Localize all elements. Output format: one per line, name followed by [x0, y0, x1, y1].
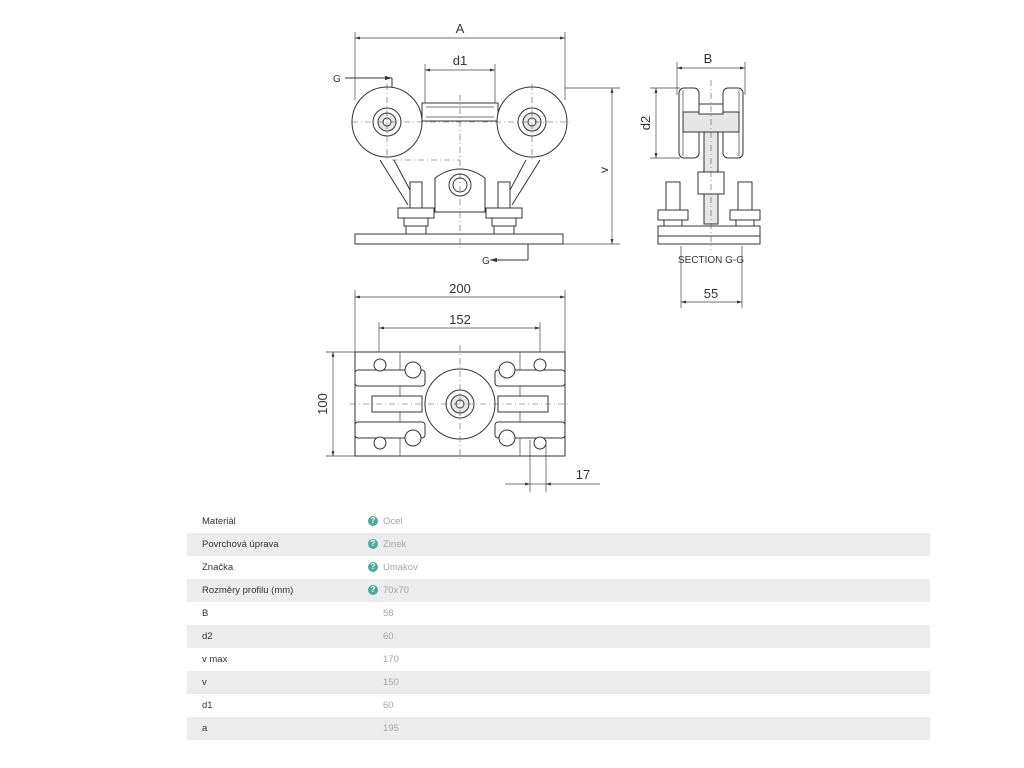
property-row: Povrchová úprava? Zinek [187, 533, 930, 556]
property-value: 58 [383, 608, 394, 619]
property-row: Materiál? Ocel [187, 510, 930, 533]
property-value: 70x70 [383, 585, 409, 596]
help-icon[interactable]: ? [368, 562, 378, 573]
help-icon[interactable]: ? [368, 516, 378, 527]
dim-label-17: 17 [576, 467, 590, 482]
property-value-cell: ? Umakov [368, 556, 930, 579]
section-title: SECTION G-G [678, 255, 744, 266]
property-row: Značka? Umakov [187, 556, 930, 579]
dim-label-d2: d2 [638, 116, 653, 130]
property-value: Zinek [383, 539, 407, 550]
property-row: B 58 [187, 602, 930, 625]
property-value-cell: 58 [368, 602, 930, 625]
property-value-cell: ? 70x70 [368, 579, 930, 602]
help-icon-spacer [368, 677, 378, 687]
dim-label-d1: d1 [453, 53, 467, 68]
help-icon-spacer [368, 631, 378, 641]
property-row: a 195 [187, 717, 930, 740]
section-mark-g-top: G [333, 74, 341, 85]
property-value-cell: 150 [368, 671, 930, 694]
property-row: d1 60 [187, 694, 930, 717]
dim-label-b: B [704, 51, 713, 66]
property-row: d2 60 [187, 625, 930, 648]
property-label: v max [202, 654, 228, 665]
property-value-cell: ? Zinek [368, 533, 930, 556]
property-value: 150 [383, 677, 399, 688]
technical-drawing: A d1 G [315, 21, 761, 492]
property-value: 60 [383, 700, 394, 711]
section-mark-g-bottom: G [482, 256, 490, 267]
property-label: d2 [187, 625, 368, 648]
property-label: d1 [202, 700, 213, 711]
help-icon[interactable]: ? [368, 585, 378, 596]
property-value-cell: 195 [368, 717, 930, 740]
property-value-cell: 170 [368, 648, 930, 671]
front-view: A d1 G [333, 21, 620, 267]
dim-label-v: v [597, 167, 611, 173]
help-icon-spacer [368, 654, 378, 664]
property-value-cell: 60 [368, 694, 930, 717]
dim-label-a: A [456, 21, 465, 36]
property-value-cell: 60 [368, 625, 930, 648]
section-view: B d2 SECTION G-G 55 [638, 51, 761, 308]
top-view: 200 152 100 [315, 281, 600, 492]
property-label: v [187, 671, 368, 694]
property-value: Ocel [383, 516, 403, 527]
help-icon-spacer [368, 700, 378, 710]
property-label: Povrchová úprava [187, 533, 368, 556]
help-icon-spacer [368, 608, 378, 618]
property-value: 170 [383, 654, 399, 665]
property-row: Rozměry profilu (mm)? 70x70 [187, 579, 930, 602]
property-label: Značka [202, 562, 234, 573]
dim-label-55: 55 [704, 286, 718, 301]
property-label: Materiál [202, 516, 236, 527]
help-icon[interactable]: ? [368, 539, 378, 550]
property-value: Umakov [383, 562, 418, 573]
help-icon-spacer [368, 723, 378, 733]
property-value-cell: ? Ocel [368, 510, 930, 533]
property-value: 60 [383, 631, 394, 642]
dim-label-200: 200 [449, 281, 471, 296]
property-row: v 150 [187, 671, 930, 694]
property-label: Rozměry profilu (mm) [187, 579, 368, 602]
property-row: v max 170 [187, 648, 930, 671]
property-label: B [202, 608, 209, 619]
dim-label-152: 152 [449, 312, 471, 327]
property-value: 195 [383, 723, 399, 734]
property-label: a [187, 717, 368, 740]
dim-label-100: 100 [315, 393, 330, 415]
